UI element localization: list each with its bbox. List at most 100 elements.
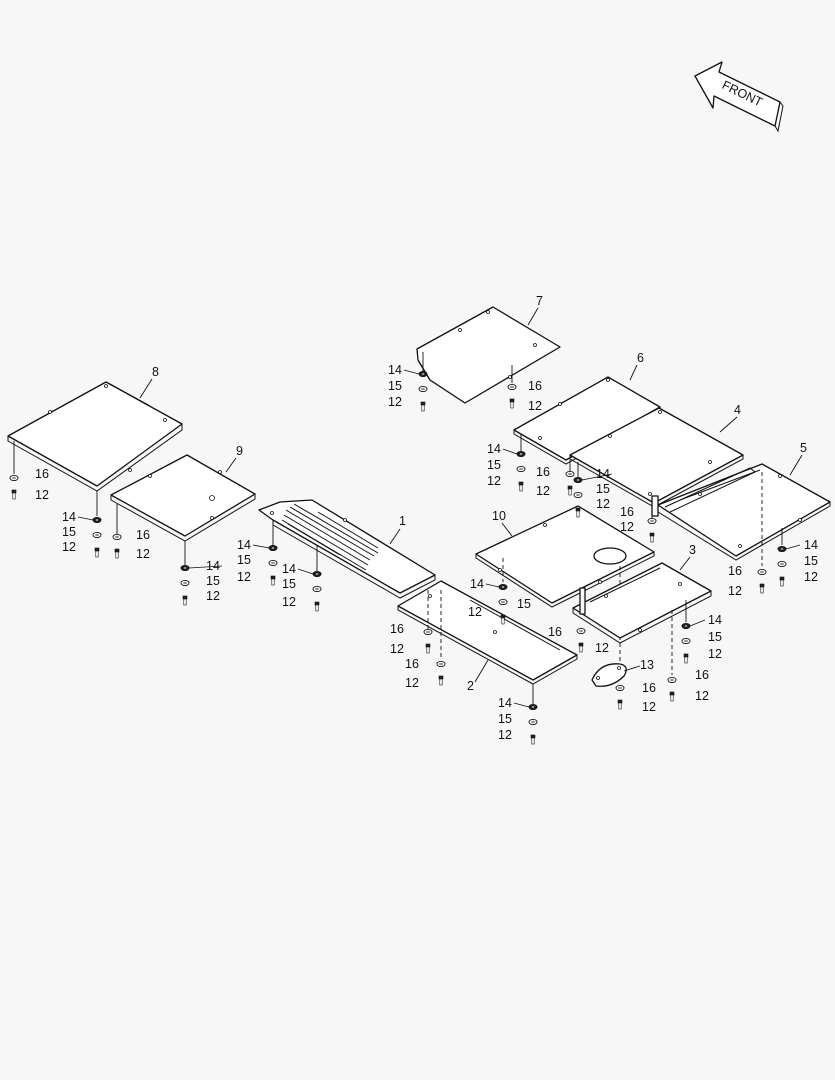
hw-label: 12 [136,547,150,561]
callout-7: 7 [536,294,543,308]
hw-label: 16 [35,467,49,481]
bolt-head-icon [649,532,655,537]
bolt-shank-icon [670,694,674,702]
callout-2: 2 [467,679,474,693]
washer-hole-icon [183,581,187,585]
panel-4 [569,407,744,508]
hw-label: 14 [282,562,296,576]
callout-3: 3 [689,543,696,557]
bolt-head-icon [683,653,689,658]
hw-label: 14 [62,510,76,524]
bolt-shank-icon [426,646,430,654]
washer-hole-icon [650,519,654,523]
hw-label: 15 [62,525,76,539]
hw-label: 12 [528,399,542,413]
washer-hole-icon [271,546,275,550]
hw-label: 16 [695,668,709,682]
hw-label: 12 [498,728,512,742]
hw-label: 16 [536,465,550,479]
bolt-shank-icon [510,401,514,409]
bolt-shank-icon [115,551,119,559]
washer-hole-icon [670,678,674,682]
bolt-shank-icon [12,492,16,500]
bolt-head-icon [578,642,584,647]
hw-label: 15 [206,574,220,588]
bolt-head-icon [669,691,675,696]
leader-line [502,448,518,455]
hw-label: 12 [468,605,482,619]
washer-hole-icon [760,570,764,574]
hw-label: 12 [595,641,609,655]
bolt-head-icon [11,489,17,494]
leader-line [252,544,270,549]
hw-label: 14 [804,538,818,552]
bolt-shank-icon [519,484,523,492]
hw-label: 12 [642,700,656,714]
hw-label: 12 [282,595,296,609]
callout-leaders [139,307,803,683]
hw-label: 12 [390,642,404,656]
panel-5 [651,463,831,566]
panel-8 [7,381,183,516]
bolt-shank-icon [183,598,187,606]
hw-label: 16 [620,505,634,519]
washer-hole-icon [271,561,275,565]
leader-line [188,565,223,569]
washer-hole-icon [519,467,523,471]
bolt-shank-icon [501,617,505,625]
bolt-head-icon [420,401,426,406]
bolt-shank-icon [315,604,319,612]
bolt-head-icon [509,398,515,403]
hw-label: 12 [695,689,709,703]
bolt-shank-icon [531,737,535,745]
callout-6: 6 [637,351,644,365]
leader-line [403,369,420,375]
bolt-shank-icon [579,645,583,653]
bolt-head-icon [575,507,581,512]
hw-label: 15 [596,482,610,496]
bolt-head-icon [530,734,536,739]
hw-label: 12 [596,497,610,511]
washer-hole-icon [426,630,430,634]
bolt-shank-icon [618,702,622,710]
callout-13: 13 [640,658,654,672]
hw-label: 14 [470,577,484,591]
bolt-shank-icon [760,586,764,594]
washer-hole-icon [576,478,580,482]
panel-2 [397,580,578,704]
washer-hole-icon [531,720,535,724]
bolt-head-icon [94,547,100,552]
hw-label: 12 [206,589,220,603]
bolt-head-icon [500,614,506,619]
panel-3 [572,562,712,675]
washer-hole-icon [684,639,688,643]
bolt-head-icon [759,583,765,588]
bolt-head-icon [779,576,785,581]
hw-label: 14 [708,613,722,627]
front-arrow-icon: FRONT [694,61,784,133]
hw-label: 16 [390,622,404,636]
washer-hole-icon [421,387,425,391]
hw-label: 12 [536,484,550,498]
callout-5: 5 [800,441,807,455]
washer-hole-icon [510,385,514,389]
washer-hole-icon [576,493,580,497]
washer-hole-icon [780,562,784,566]
hw-label: 14 [237,538,251,552]
hw-label: 12 [62,540,76,554]
bolt-shank-icon [271,578,275,586]
hardware-labels: 16 12 14 15 12 16 12 14 15 12 14 15 12 1… [35,363,818,742]
cover-13 [591,663,627,687]
leader-line [297,568,314,575]
hw-label: 16 [405,657,419,671]
washer-hole-icon [568,472,572,476]
hw-label: 16 [528,379,542,393]
hw-label: 15 [487,458,501,472]
washer-hole-icon [315,587,319,591]
hw-label: 14 [498,696,512,710]
hw-label: 12 [708,647,722,661]
washer-hole-icon [531,705,535,709]
panel-7 [416,306,561,404]
washer-hole-icon [684,624,688,628]
